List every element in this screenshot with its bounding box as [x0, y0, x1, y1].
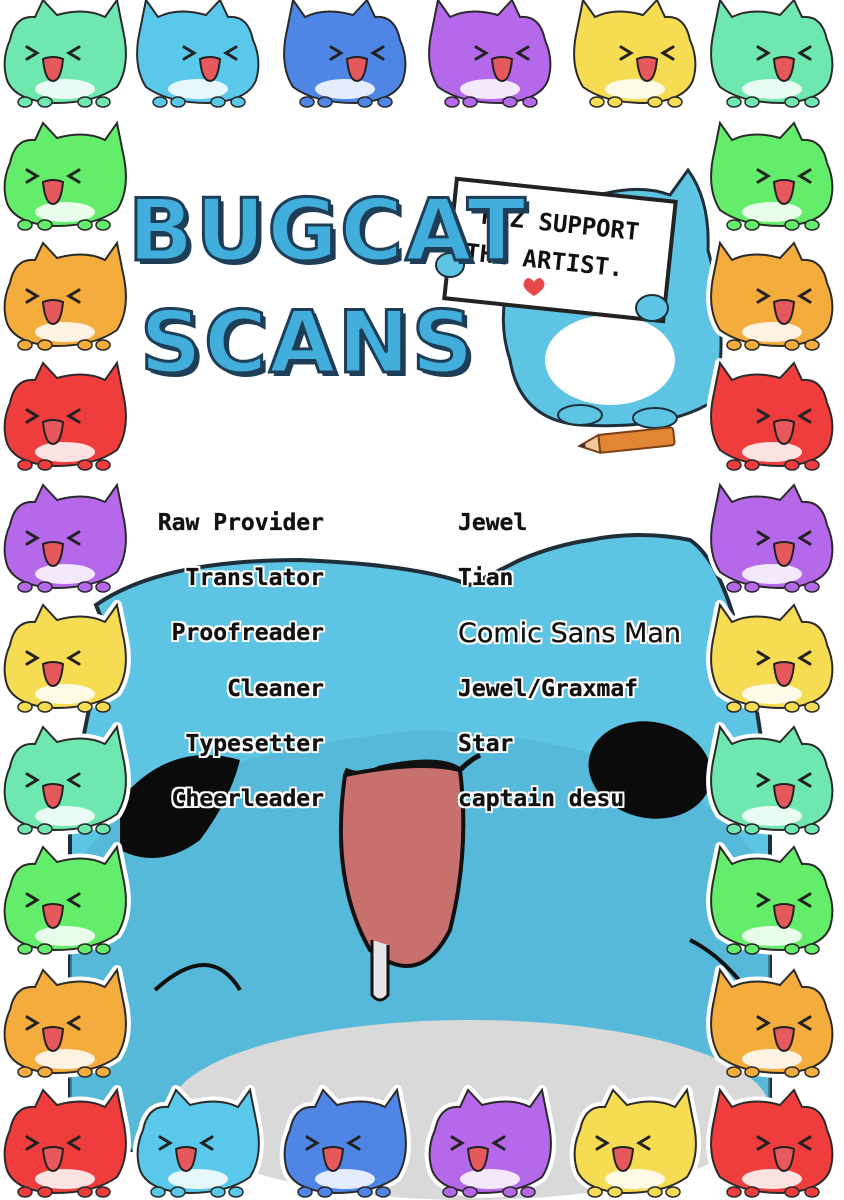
credit-role: Cleaner: [227, 676, 324, 702]
credit-name: Jewel: [458, 510, 528, 536]
bugcat-holding-sign: PLZ SUPPORT THE ARTIST.: [435, 167, 723, 429]
credit-name: Star: [458, 731, 514, 757]
credit-name: Comic Sans Man: [458, 618, 682, 649]
title-bugcat: BUGCAT: [127, 181, 528, 281]
credit-name: Jewel/Graxmaf: [458, 676, 639, 702]
credit-role: Proofreader: [171, 620, 325, 646]
title-scans: SCANS: [139, 293, 476, 393]
credit-role: Translator: [185, 565, 324, 591]
pencil-icon: [576, 426, 676, 455]
heart-icon: [523, 278, 545, 296]
credit-role: Cheerleader: [171, 786, 325, 812]
credit-name: Tian: [458, 565, 514, 591]
credit-role: Typesetter: [185, 731, 324, 757]
credit-name: captain desu: [458, 786, 625, 812]
credit-role: Raw Provider: [157, 510, 324, 536]
